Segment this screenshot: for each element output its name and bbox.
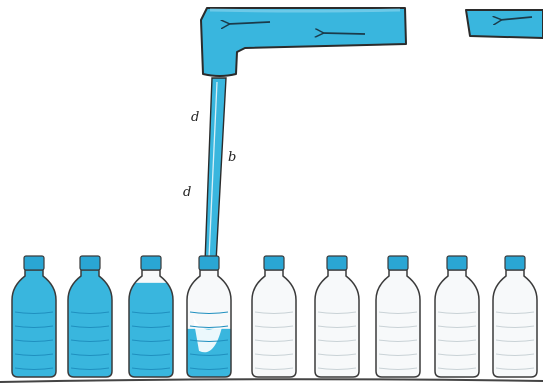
supply-pipe-right bbox=[466, 10, 543, 38]
bottle-cap bbox=[80, 256, 100, 270]
bottle-cap bbox=[24, 256, 44, 270]
water-stream bbox=[205, 78, 226, 262]
bottle-cap bbox=[264, 256, 284, 270]
bottle-cap bbox=[199, 256, 219, 270]
stream-label: d bbox=[191, 110, 199, 125]
bottle bbox=[185, 256, 233, 377]
bottle-cap bbox=[327, 256, 347, 270]
bottle bbox=[376, 256, 420, 377]
stream-label: d bbox=[183, 185, 191, 200]
bottle-cap bbox=[447, 256, 467, 270]
supply-pipe-left bbox=[201, 8, 406, 76]
bottle bbox=[252, 256, 296, 377]
bottle bbox=[493, 256, 537, 377]
bottle bbox=[66, 256, 114, 377]
bottle-cap bbox=[505, 256, 525, 270]
bottle bbox=[315, 256, 359, 377]
bottle-body bbox=[252, 270, 296, 377]
bottle-body bbox=[493, 270, 537, 377]
flow-arrow-icon bbox=[322, 33, 365, 34]
bottle-body bbox=[435, 270, 479, 377]
bottle-body bbox=[315, 270, 359, 377]
bottle-cap bbox=[388, 256, 408, 270]
bottle-cap bbox=[141, 256, 161, 270]
bottle bbox=[127, 256, 175, 377]
water-fill bbox=[127, 283, 175, 377]
water-fill bbox=[66, 270, 114, 377]
bottle bbox=[435, 256, 479, 377]
bottle-body bbox=[376, 270, 420, 377]
bottle bbox=[10, 256, 58, 377]
stream-label: b bbox=[228, 150, 236, 165]
water-fill bbox=[10, 270, 58, 377]
bottle-row bbox=[10, 256, 537, 377]
conveyor-belt bbox=[0, 379, 543, 382]
